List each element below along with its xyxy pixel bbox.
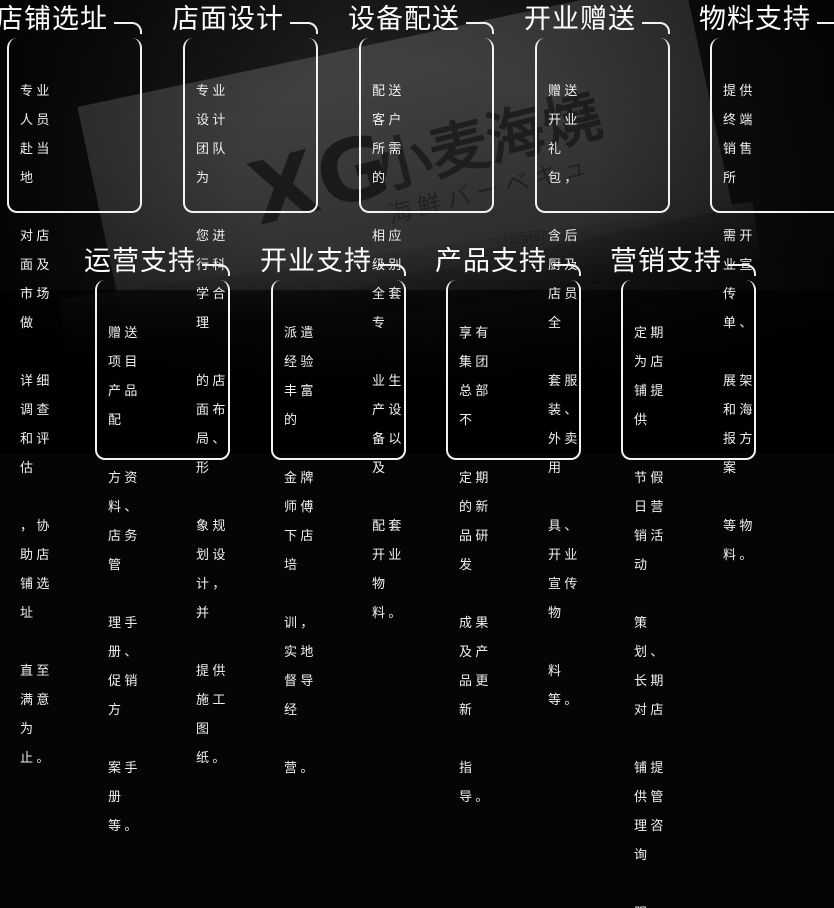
card-title: 设备配送	[348, 4, 460, 35]
card-title: 店铺选址	[0, 4, 108, 35]
card-description: 赠送项目产品配 方资料、店务管 理手册、促销方 案手册等。	[108, 326, 141, 834]
card-title: 开业支持	[260, 246, 372, 277]
card-description: 派遣经验丰富的 金牌师傅下店培 训，实地督导经 营。	[284, 326, 317, 776]
card-title: 营销支持	[610, 246, 722, 277]
card-description: 定期为店铺提供 节假日营销活动 策划、长期对店 铺提供管理咨询 服务。	[634, 326, 667, 908]
card-description: 专业人员赴当地 对店面及市场做 详细调查和评估 ，协助店铺选址 直至满意为止。	[20, 84, 53, 766]
card-title: 运营支持	[84, 246, 196, 277]
bottom-dark-overlay	[0, 290, 834, 454]
card-title: 物料支持	[699, 4, 811, 35]
card-title: 店面设计	[172, 4, 284, 35]
card-title: 开业赠送	[524, 4, 636, 35]
background-photo: XG 小麦海燒 海鮮バーベキュ 烧烤 BARBECUE 料 COOKING 清酒…	[0, 0, 834, 454]
card-title: 产品支持	[435, 246, 547, 277]
card-description: 享有集团总部不 定期的新品研发 成果及产品更新 指导。	[459, 326, 492, 805]
